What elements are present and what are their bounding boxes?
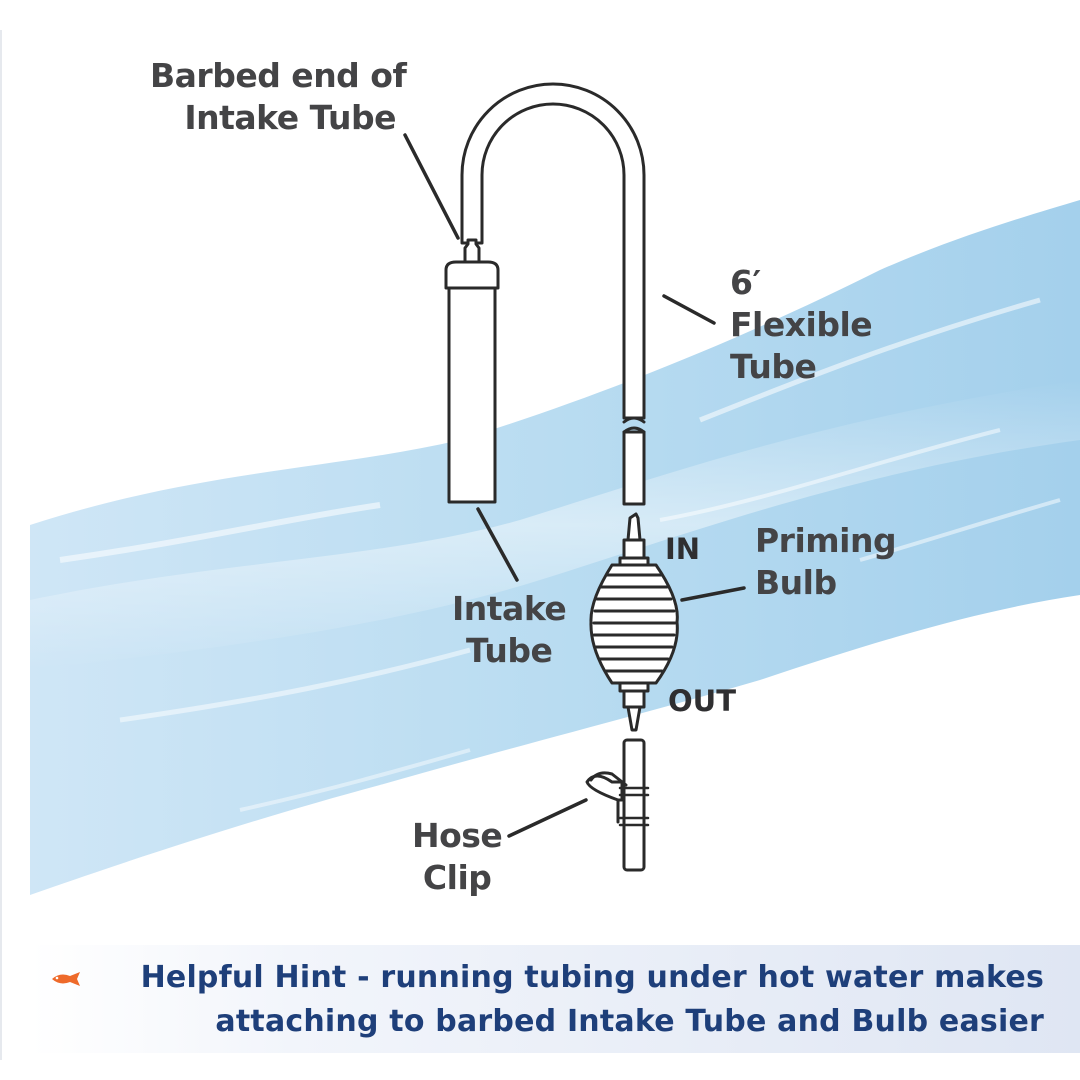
barbed-end-leader — [403, 133, 460, 240]
priming-bulb-leader — [680, 586, 746, 602]
flexible-tube-leader — [662, 294, 716, 325]
intake-tube-label-line2: Tube — [465, 631, 553, 670]
flexible-tube-label: 6′ Flexible Tube — [730, 262, 873, 388]
intake-tube — [447, 286, 497, 504]
outlet-tube — [622, 738, 646, 872]
intake-tube-cap — [444, 260, 500, 290]
helpful-hint-line1: Helpful Hint - running tubing under hot … — [140, 960, 1044, 995]
flexible-tube — [460, 82, 646, 420]
hose-clip-label-line2: Clip — [422, 858, 492, 897]
in-port-label: IN — [665, 532, 701, 566]
barbed-end-label-line1: Barbed end of — [150, 56, 407, 95]
priming-bulb-label-line1: Priming — [755, 521, 897, 560]
priming-bulb-label: Priming Bulb — [755, 520, 897, 604]
water-background — [30, 200, 1080, 895]
intake-tube-label: Intake Tube — [452, 588, 567, 672]
intake-tube-leader — [476, 507, 519, 582]
fish-icon — [52, 972, 80, 986]
flexible-tube-lower — [622, 430, 646, 506]
helpful-hint-banner — [30, 945, 1080, 1053]
priming-bulb — [589, 563, 679, 685]
in-fitting-tip — [626, 512, 642, 542]
barbed-end-label-line2: Intake Tube — [184, 98, 396, 137]
tube-break-mark — [622, 416, 646, 424]
leader-lines — [403, 133, 746, 838]
hose-clip-label-line1: Hose — [412, 816, 503, 855]
priming-bulb-label-line2: Bulb — [755, 563, 837, 602]
hose-clip-leader — [507, 798, 588, 838]
out-port-label: OUT — [668, 684, 736, 718]
hose-clip-label: Hose Clip — [412, 815, 503, 899]
flexible-tube-label-line1: 6′ — [730, 263, 761, 302]
left-border — [0, 30, 2, 1060]
barbed-end — [463, 238, 481, 264]
flexible-tube-label-line3: Tube — [730, 347, 817, 386]
flexible-tube-label-line2: Flexible — [730, 305, 873, 344]
helpful-hint-line2: attaching to barbed Intake Tube and Bulb… — [215, 1004, 1044, 1039]
intake-tube-label-line1: Intake — [452, 589, 567, 628]
barbed-end-label: Barbed end of Intake Tube — [150, 55, 407, 139]
